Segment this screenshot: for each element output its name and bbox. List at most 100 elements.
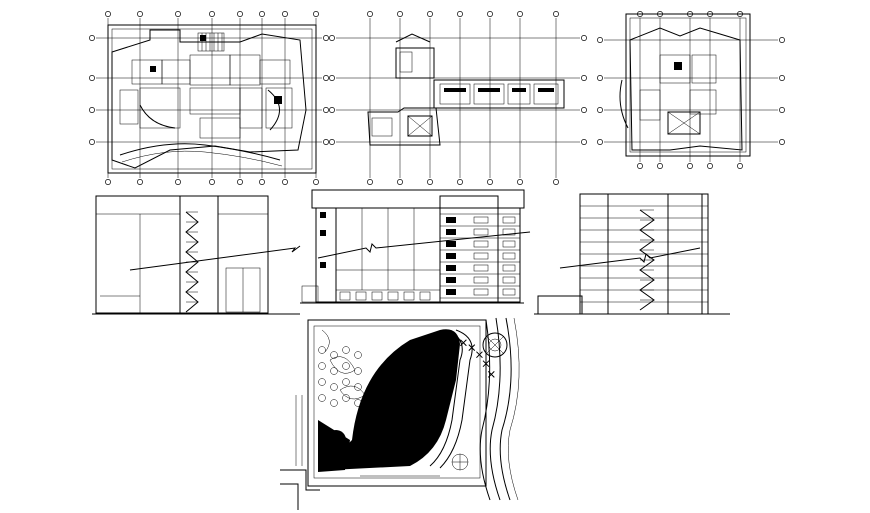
grid-axis-bubble [329,75,335,81]
tree-symbol [342,346,350,354]
grid-axis-bubble [329,139,335,145]
tree-symbol [318,394,326,402]
tree-symbol [330,351,338,359]
tree-symbol [318,346,326,354]
grid-axis-bubble [329,35,335,41]
window [403,291,415,301]
window [355,291,367,301]
grid-axis-bubble [137,11,143,17]
window [387,291,399,301]
grid-axis-bubble [581,107,587,113]
plan-ground-floor-gridlines [89,11,329,185]
elevation-front-floor-bands [440,213,520,299]
grid-axis-bubble [259,11,265,17]
grid-axis-bubble [175,179,181,185]
grid-axis-bubble [367,11,373,17]
section-tower [534,193,730,315]
window [473,276,489,284]
window [371,291,383,301]
tree-symbol [342,362,350,370]
tree-symbol [330,399,338,407]
window [446,253,456,259]
grid-axis-bubble [657,163,663,169]
tree-symbol [318,362,326,370]
tree-symbol [433,339,440,347]
grid-axis-bubble [209,179,215,185]
grid-axis-bubble [89,139,95,145]
tree-symbol [354,367,362,375]
tree-symbol [354,399,362,407]
elevation-front-windows [339,216,516,301]
grid-axis-bubble [457,11,463,17]
grid-axis-bubble [487,179,493,185]
tree-symbol [468,344,476,351]
grid-axis-bubble [282,179,288,185]
tree-symbol [330,367,338,375]
grid-axis-bubble [487,11,493,17]
grid-axis-bubble [313,179,319,185]
grid-axis-bubble [597,75,603,81]
grid-axis-bubble [517,179,523,185]
grid-axis-bubble [597,37,603,43]
window [339,291,351,301]
section-tower-stair-zigzag [639,209,655,311]
grid-axis-bubble [323,35,329,41]
window [502,216,516,224]
grid-axis-bubble [737,163,743,169]
grid-axis-bubble [427,11,433,17]
tree-symbol [442,336,449,344]
grid-axis-bubble [397,179,403,185]
plan-tower-floor [597,11,785,169]
window [473,228,489,236]
grid-axis-bubble [175,11,181,17]
grid-axis-bubble [237,11,243,17]
plan-upper-floor-gridlines [329,11,587,185]
window [473,216,489,224]
grid-axis-bubble [581,139,587,145]
grid-axis-bubble [89,75,95,81]
grid-axis-bubble [553,179,559,185]
grid-axis-bubble [779,37,785,43]
grid-axis-bubble [779,75,785,81]
grid-axis-bubble [597,107,603,113]
window [473,288,489,296]
grid-axis-bubble [597,139,603,145]
grid-axis-bubble [553,11,559,17]
tree-symbol [401,382,409,390]
window [446,241,456,247]
tree-symbol [342,394,350,402]
elevation-front [300,189,531,304]
grid-axis-bubble [209,11,215,17]
site-plan [280,317,520,510]
grid-axis-bubble [237,179,243,185]
window [502,240,516,248]
grid-axis-bubble [779,139,785,145]
grid-axis-bubble [323,75,329,81]
grid-axis-bubble [517,11,523,17]
grid-axis-bubble [427,179,433,185]
tree-symbol [354,383,362,391]
grid-axis-bubble [105,179,111,185]
grid-axis-bubble [457,179,463,185]
grid-axis-bubble [397,11,403,17]
grid-axis-bubble [89,35,95,41]
tree-symbol [451,336,458,344]
grid-axis-bubble [329,107,335,113]
tree-symbol [460,339,467,347]
grid-axis-bubble [137,179,143,185]
window [446,277,456,283]
window [502,228,516,236]
grid-axis-bubble [707,163,713,169]
grid-axis-bubble [779,107,785,113]
plan-ground-floor [89,11,329,185]
tree-symbol [354,351,362,359]
tree-symbol [417,351,424,359]
elevation-side [92,195,301,315]
window [502,264,516,272]
grid-axis-bubble [637,163,643,169]
tree-symbol [476,351,483,359]
window [473,252,489,260]
tree-symbol [482,360,490,368]
grid-axis-bubble [282,11,288,17]
